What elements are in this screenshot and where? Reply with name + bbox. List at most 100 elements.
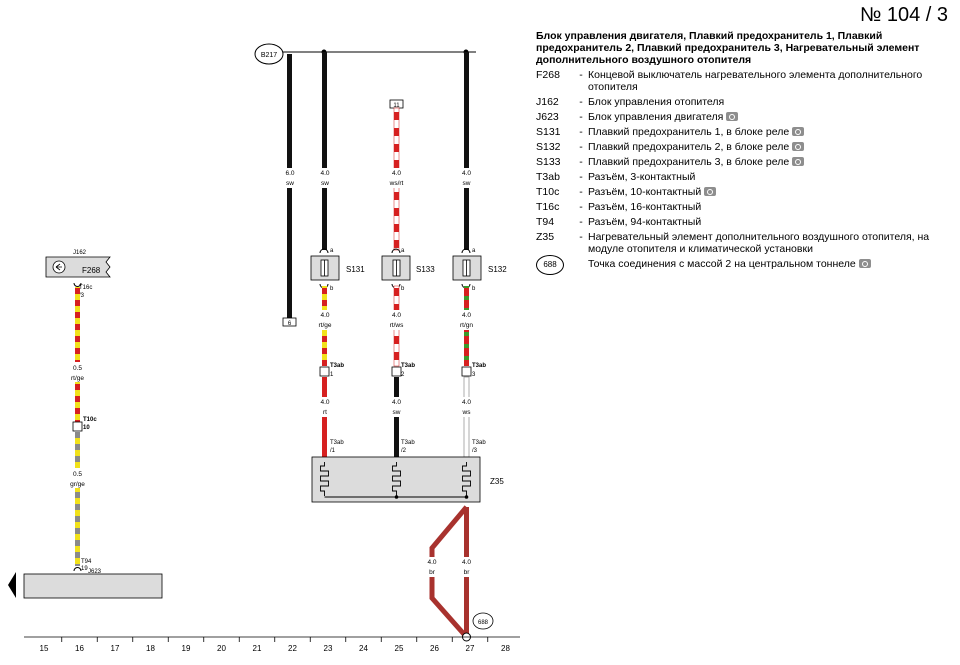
legend: Блок управления двигателя, Плавкий предо… bbox=[536, 30, 946, 278]
legend-item: J162 -Блок управления отопителя bbox=[536, 96, 946, 108]
svg-text:J623: J623 bbox=[88, 569, 102, 575]
legend-item-code: J162 bbox=[536, 96, 559, 108]
svg-text:1: 1 bbox=[330, 372, 334, 378]
grid-number: 21 bbox=[253, 644, 262, 653]
legend-item-code: S133 bbox=[536, 156, 561, 168]
legend-item-code: S132 bbox=[536, 141, 561, 153]
legend-item: Z35-Нагревательный элемент дополнительно… bbox=[536, 231, 946, 255]
legend-title: Блок управления двигателя, Плавкий предо… bbox=[536, 30, 920, 66]
svg-text:B217: B217 bbox=[261, 52, 277, 59]
grid-number: 27 bbox=[466, 644, 475, 653]
grid-number: 25 bbox=[395, 644, 404, 653]
legend-item-dash: - bbox=[579, 69, 583, 81]
heater-z35: Z35 bbox=[311, 456, 504, 503]
svg-text:4.0: 4.0 bbox=[320, 312, 329, 319]
grid-number: 15 bbox=[40, 644, 49, 653]
legend-item-desc: Плавкий предохранитель 1, в блоке реле bbox=[588, 126, 946, 138]
legend-item-desc: Концевой выключатель нагревательного эле… bbox=[588, 69, 923, 93]
wire-b217-label-bg bbox=[281, 168, 297, 188]
legend-item-code: 688 bbox=[536, 255, 574, 275]
legend-item-desc: Плавкий предохранитель 2, в блоке реле bbox=[588, 141, 946, 153]
legend-item-dash bbox=[574, 258, 588, 275]
wire-s131-in bbox=[322, 52, 327, 250]
legend-item-desc: Блок управления отопителя bbox=[588, 96, 725, 108]
camera-icon[interactable] bbox=[726, 112, 739, 121]
camera-icon[interactable] bbox=[792, 157, 805, 166]
svg-text:10: 10 bbox=[83, 425, 90, 431]
grid-number: 26 bbox=[430, 644, 439, 653]
legend-item-dash: - bbox=[579, 96, 583, 108]
camera-icon[interactable] bbox=[858, 259, 871, 268]
legend-item-dash: - bbox=[579, 111, 583, 123]
legend-item-code: J623 bbox=[536, 111, 559, 123]
legend-item-dash: - bbox=[579, 216, 583, 228]
grid-number: 22 bbox=[288, 644, 297, 653]
svg-text:4.0: 4.0 bbox=[392, 170, 401, 177]
connector-t10c: T10c 10 bbox=[72, 417, 97, 432]
grid-number: 24 bbox=[359, 644, 368, 653]
svg-text:4.0: 4.0 bbox=[392, 399, 401, 406]
svg-text:S131: S131 bbox=[346, 265, 365, 274]
legend-item: F268-Концевой выключатель нагревательног… bbox=[536, 69, 946, 93]
svg-text:rt: rt bbox=[323, 409, 327, 416]
legend-item-dash: - bbox=[579, 141, 583, 153]
wire-b217-size: 6.0 bbox=[285, 170, 294, 177]
svg-text:T10c: T10c bbox=[83, 417, 97, 423]
svg-text:S132: S132 bbox=[488, 265, 507, 274]
page-number: № 104 / 3 bbox=[859, 4, 948, 26]
svg-text:4.0: 4.0 bbox=[427, 559, 436, 566]
svg-text:Z35: Z35 bbox=[490, 477, 504, 486]
grid-number: 19 bbox=[182, 644, 191, 653]
legend-item-desc: Нагревательный элемент дополнительного в… bbox=[588, 231, 930, 255]
fuse-s132: S132 bbox=[452, 255, 507, 281]
ground-symbol: 688 bbox=[536, 255, 564, 275]
legend-item: J623-Блок управления двигателя bbox=[536, 111, 946, 123]
legend-item: T10c-Разъём, 10-контактный bbox=[536, 186, 946, 198]
svg-text:rt/gn: rt/gn bbox=[460, 322, 473, 329]
svg-text:br: br bbox=[429, 569, 436, 576]
wire-f268-1 bbox=[75, 287, 80, 422]
legend-item-desc: Разъём, 3-контактный bbox=[588, 171, 696, 183]
svg-text:T3ab: T3ab bbox=[401, 363, 415, 369]
svg-text:gr/ge: gr/ge bbox=[70, 481, 85, 488]
svg-text:ws/rt: ws/rt bbox=[389, 180, 404, 187]
svg-text:b: b bbox=[472, 286, 476, 292]
svg-text:4.0: 4.0 bbox=[462, 399, 471, 406]
svg-text:4.0: 4.0 bbox=[320, 170, 329, 177]
fuse-terminals: a b a b a b bbox=[319, 248, 476, 292]
camera-icon[interactable] bbox=[704, 187, 717, 196]
camera-icon[interactable] bbox=[792, 142, 805, 151]
camera-icon[interactable] bbox=[792, 127, 805, 136]
svg-text:T3ab: T3ab bbox=[472, 440, 486, 446]
svg-text:ws: ws bbox=[462, 409, 472, 416]
legend-item: 688 Точка соединения с массой 2 на центра… bbox=[536, 255, 946, 275]
svg-text:4.0: 4.0 bbox=[320, 399, 329, 406]
legend-item-dash: - bbox=[579, 231, 583, 243]
legend-item: S131-Плавкий предохранитель 1, в блоке р… bbox=[536, 126, 946, 138]
legend-item: T94-Разъём, 94-контактный bbox=[536, 216, 946, 228]
z35-pin-labels: T3ab /1 T3ab /2 T3ab /3 bbox=[330, 440, 486, 454]
grid-number: 28 bbox=[501, 644, 510, 653]
svg-text:rt/ge: rt/ge bbox=[71, 375, 84, 382]
legend-item-dash: - bbox=[579, 186, 583, 198]
continuation-arrow-icon bbox=[8, 572, 16, 598]
legend-item-code: T16c bbox=[536, 201, 560, 213]
svg-text:a: a bbox=[330, 248, 334, 254]
grid-number: 18 bbox=[146, 644, 155, 653]
svg-text:J162: J162 bbox=[73, 250, 87, 256]
svg-text:/3: /3 bbox=[472, 448, 478, 454]
svg-text:T3ab: T3ab bbox=[401, 440, 415, 446]
legend-item-dash: - bbox=[579, 171, 583, 183]
legend-item-desc: Точка соединения с массой 2 на центральн… bbox=[588, 258, 946, 275]
legend-item-code: T94 bbox=[536, 216, 555, 228]
svg-text:6: 6 bbox=[288, 321, 292, 327]
svg-text:sw: sw bbox=[393, 409, 401, 416]
svg-text:a: a bbox=[472, 248, 476, 254]
fuse-s131: S131 bbox=[310, 255, 365, 281]
svg-text:11: 11 bbox=[393, 103, 400, 109]
legend-item-dash: - bbox=[579, 156, 583, 168]
grid-number: 20 bbox=[217, 644, 226, 653]
ground-688-label: 688 bbox=[472, 612, 494, 630]
svg-text:4.0: 4.0 bbox=[462, 559, 471, 566]
